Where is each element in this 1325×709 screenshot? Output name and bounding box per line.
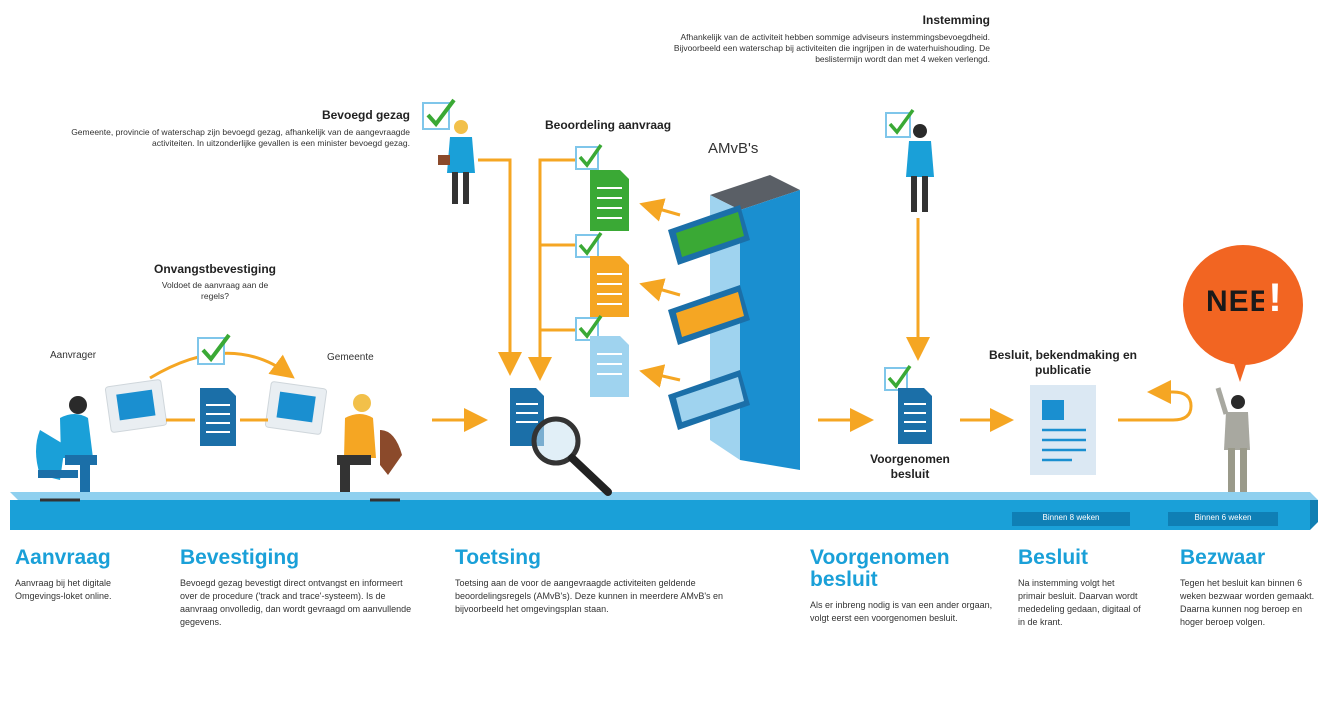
stage-toetsing: Toetsing Toetsing aan de voor de aangevr… — [455, 547, 765, 616]
stage-description: Tegen het besluit kan binnen 6 weken bez… — [1180, 578, 1315, 627]
tag-besluit-bg — [1012, 512, 1130, 526]
objection-bubble — [1183, 245, 1303, 382]
drawer-arrow — [639, 198, 681, 222]
stage-besluit: Besluit Na instemming volgt het primair … — [1018, 547, 1158, 629]
stage-title: Besluit — [1018, 546, 1089, 569]
authority-arrow — [478, 158, 522, 376]
applicant-label: Aanvrager — [50, 350, 97, 361]
stage-title: Aanvraag — [15, 546, 111, 569]
municipality-illustration — [337, 394, 402, 502]
nee-text: NEE — [1206, 285, 1271, 318]
checkbox-icon — [575, 231, 603, 258]
tag-bezwaar-bg — [1168, 512, 1278, 526]
decision-deadline-tag: Binnen 8 weken — [1042, 513, 1100, 522]
stage-description: Als er inbreng nodig is van een ander or… — [810, 600, 993, 623]
publication-document-icon — [1030, 385, 1096, 475]
magnifier-icon — [531, 416, 612, 496]
green-document-icon — [590, 170, 629, 231]
exclamation-box: ! — [1264, 276, 1286, 320]
stage-bevestiging: Bevestiging Bevoegd gezag bevestigt dire… — [180, 547, 420, 629]
stage-title: Voorgenomen besluit — [810, 546, 950, 591]
document-icon — [200, 388, 236, 446]
stage-title: Bezwaar — [1180, 546, 1266, 569]
drawer-arrow — [639, 364, 681, 388]
timeline-bar — [10, 492, 1318, 530]
applicant-screen — [104, 379, 168, 433]
consent-title: Instemming — [922, 13, 990, 27]
exclamation-mark: ! — [1268, 276, 1282, 320]
objection-deadline-tag: Binnen 6 weken — [1194, 513, 1252, 522]
checkbox-icon — [575, 143, 603, 170]
checkbox-icon — [575, 314, 603, 341]
stage-description: Toetsing aan de voor de aangevraagde act… — [455, 578, 724, 614]
authority-title: Bevoegd gezag — [321, 108, 410, 122]
publication-title: Besluit, bekendmaking en publicatie — [988, 348, 1138, 377]
receipt-title: Onvangstbevestiging — [153, 262, 277, 276]
consent-description: Afhankelijk van de activiteit hebben som… — [673, 32, 990, 64]
stage-title: Bevestiging — [180, 546, 300, 569]
stage-description: Bevoegd gezag bevestigt direct ontvangst… — [180, 578, 412, 627]
intended-decision-document-icon — [898, 388, 932, 444]
advisor-person-illustration — [906, 124, 934, 212]
assessment-bracket — [528, 158, 580, 381]
lightblue-document-icon — [590, 336, 629, 397]
municipality-label: Gemeente — [327, 352, 374, 363]
amvb-label: AMvB's — [708, 140, 759, 157]
stage-description: Aanvraag bij het digitale Omgevings-loke… — [15, 578, 112, 601]
receipt-question: Voldoet de aanvraag aan de regels? — [161, 280, 269, 301]
assessment-title: Beoordeling aanvraag — [545, 118, 672, 132]
stage-title: Toetsing — [455, 546, 541, 569]
return-arrow — [1118, 380, 1193, 422]
drawer-arrow — [639, 278, 681, 302]
amvb-cabinet-illustration — [668, 175, 800, 470]
intended-decision-label: Voorgenomen besluit — [870, 452, 950, 481]
applicant-illustration — [36, 396, 97, 502]
orange-document-icon — [590, 256, 629, 317]
objector-person-illustration — [1215, 387, 1250, 492]
consent-checkbox-icon — [885, 108, 915, 138]
authority-person-illustration — [438, 120, 475, 204]
authority-checkbox-icon — [422, 98, 456, 130]
stage-voorgenomen-besluit: Voorgenomen besluit Als er inbreng nodig… — [810, 547, 995, 625]
checkbox-icon — [884, 364, 912, 391]
stage-bezwaar: Bezwaar Tegen het besluit kan binnen 6 w… — [1180, 547, 1320, 629]
checkbox-icon — [197, 333, 231, 365]
authority-description: Gemeente, provincie of waterschap zijn b… — [71, 127, 410, 148]
stage-aanvraag: Aanvraag Aanvraag bij het digitale Omgev… — [15, 547, 155, 603]
stage-description: Na instemming volgt het primair besluit.… — [1018, 578, 1141, 627]
municipality-screen — [264, 381, 328, 435]
